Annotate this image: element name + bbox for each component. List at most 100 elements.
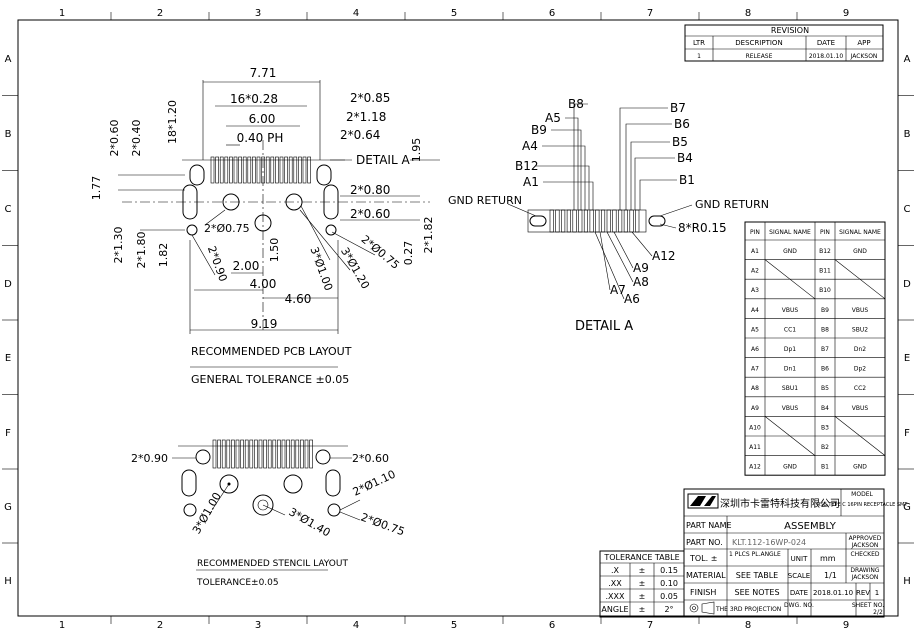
- pin-table-cell: A3: [751, 287, 759, 294]
- stencil-pad: [277, 439, 281, 469]
- detail-pad: [606, 209, 611, 233]
- pcb-pad: [279, 156, 284, 184]
- grid-row-right-B: B: [904, 129, 911, 140]
- pcb-pad: [224, 156, 229, 184]
- company-logo: [687, 493, 719, 509]
- unit-label: UNIT: [791, 555, 808, 563]
- checked-label: CHECKED: [850, 551, 879, 558]
- pcb-tolerance: GENERAL TOLERANCE ±0.05: [191, 373, 349, 386]
- stencil-signal-pads: [178, 439, 348, 469]
- dim-0-27: 0.27: [402, 241, 415, 266]
- tolerance-table: TOLERANCE TABLE .X±0.15.XX±0.10.XXX±0.05…: [599, 550, 685, 618]
- pin-table-cell: A4: [751, 307, 759, 314]
- pin-table-cell: GND: [783, 464, 797, 471]
- detail-pad: [600, 209, 606, 233]
- dim-6-00: 6.00: [249, 112, 276, 126]
- grid-row-right-A: A: [904, 54, 911, 65]
- pin-table-cell: SBU1: [782, 385, 798, 392]
- detail-gnd-pad-left: [529, 215, 547, 227]
- part-no-label: PART NO.: [686, 538, 723, 547]
- grid-col-top-1: 1: [59, 8, 65, 19]
- pcb-pad: [307, 156, 311, 184]
- grid-col-top-8: 8: [745, 8, 751, 19]
- detail-pad: [595, 209, 600, 233]
- pcb-pad: [298, 156, 302, 184]
- stencil-pad: [244, 439, 249, 469]
- stencil-pad: [226, 439, 231, 469]
- dim-1-82: 1.82: [157, 243, 170, 268]
- part-name: ASSEMBLY: [784, 521, 837, 532]
- stencil-dim-2x0-90: 2*0.90: [131, 452, 168, 465]
- pcb-pad: [302, 156, 307, 184]
- pin-table-cell: B5: [821, 385, 829, 392]
- pin-table-cell: A12: [749, 464, 761, 471]
- pin-table-cell: A1: [751, 248, 759, 255]
- tol-table-title: TOLERANCE TABLE: [603, 553, 679, 562]
- grid-row-left-F: F: [5, 428, 11, 439]
- detail-pad: [629, 209, 634, 233]
- pin-table-cell: Dn2: [854, 346, 866, 353]
- drawing-label: DRAWING: [850, 567, 880, 574]
- pcb-pad: [233, 156, 238, 184]
- grid-col-bottom-6: 6: [549, 620, 555, 631]
- dim-2x1-82: 2*1.82: [422, 217, 435, 254]
- stencil-pad: [295, 439, 300, 469]
- tol-table-cell: 0.10: [660, 579, 678, 588]
- grid-row-right-E: E: [904, 353, 910, 364]
- dim-4-00: 4.00: [250, 277, 277, 291]
- approved-label: APPROVED: [849, 535, 882, 542]
- pcb-pad: [219, 156, 224, 184]
- detail-pad: [583, 209, 589, 233]
- pin-table-cell: A9: [751, 405, 759, 412]
- detail-gnd-right: GND RETURN: [695, 198, 769, 211]
- pin-table-cell: CC1: [784, 326, 796, 333]
- rev-desc: RELEASE: [746, 53, 773, 60]
- projection-symbol-icon: [689, 601, 715, 615]
- detail-signal-pads: [549, 209, 640, 233]
- dwg-label: DWG. NO.: [784, 602, 814, 609]
- pcb-pad: [275, 156, 279, 184]
- pcb-hole-small-left: [186, 224, 198, 236]
- revision-title: REVISION: [771, 26, 809, 35]
- tol-label: TOL. ±: [689, 554, 717, 563]
- dim-16x0-28: 16*0.28: [230, 92, 278, 106]
- stencil-pad: [309, 439, 313, 469]
- sheet-label: SHEET NO.: [852, 602, 884, 609]
- dim-1-95: 1.95: [410, 138, 423, 163]
- pcb-layout: 7.71 16*0.28 6.00 0.40 PH 2*0.85 2*1.18 …: [90, 66, 440, 386]
- grid-col-bottom-3: 3: [255, 620, 261, 631]
- scale: 1/1: [824, 571, 837, 580]
- pin-table-cell: Dp1: [784, 346, 796, 353]
- material: SEE TABLE: [736, 571, 778, 580]
- scale-label: SCALE: [788, 572, 810, 580]
- grid-col-bottom-2: 2: [157, 620, 163, 631]
- dim-18x1-20: 18*1.20: [166, 100, 179, 144]
- pin-table-cell: SBU2: [852, 326, 868, 333]
- pcb-pad: [252, 156, 256, 184]
- stencil-pad: [240, 439, 244, 469]
- pcb-slot-top-left: [189, 164, 205, 186]
- pin-table-cell: B3: [821, 424, 829, 431]
- grid-col-bottom-9: 9: [843, 620, 849, 631]
- rev-label: REV: [856, 589, 870, 597]
- grid-col-bottom-8: 8: [745, 620, 751, 631]
- pcb-pad: [256, 156, 261, 184]
- pin-table-cell: VBUS: [852, 307, 869, 314]
- detail-label-A8: A8: [633, 275, 649, 289]
- detail-pad: [549, 209, 554, 233]
- rev-date: 2018.01.10: [809, 53, 844, 60]
- grid-col-top-3: 3: [255, 8, 261, 19]
- pin-table-cell: A2: [751, 268, 759, 275]
- grid-col-top-4: 4: [353, 8, 359, 19]
- pcb-pad: [242, 156, 247, 184]
- detail-pad: [578, 209, 583, 233]
- pin-table-cell: B12: [819, 248, 831, 255]
- stencil-tolerance: TOLERANCE±0.05: [196, 578, 279, 588]
- detail-pad: [635, 209, 640, 233]
- detail-pad: [612, 209, 617, 233]
- model-label: MODEL: [851, 491, 873, 498]
- pcb-pad: [247, 156, 252, 184]
